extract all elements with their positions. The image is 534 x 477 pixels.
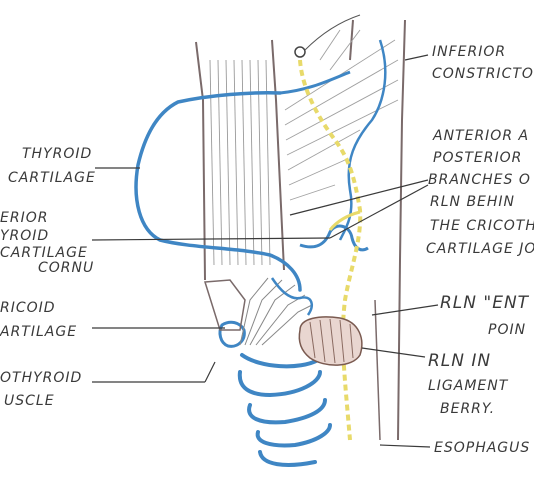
leader-lines (92, 55, 438, 447)
pharynx-outline (196, 20, 405, 440)
label-rln-ligament-1: RLN IN (428, 351, 491, 371)
label-rln-ligament-3: BERRY. (440, 401, 495, 417)
label-cornu-4: CORNU (38, 260, 94, 276)
label-esophagus: ESOPHAGUS (434, 440, 530, 456)
label-cricoid-2: ARTILAGE (0, 324, 77, 340)
thyroid-cartilage-upper (280, 72, 350, 93)
label-rln-branches-5: THE CRICOTH (430, 218, 534, 234)
label-rln-branches-1: ANTERIOR A (432, 128, 529, 144)
label-rln-ligament-2: LIGAMENT (428, 378, 509, 394)
label-cornu-3: CARTILAGE (0, 245, 88, 261)
ligament-of-berry (299, 317, 362, 365)
label-cricothyroid-1: OTHYROID (0, 370, 82, 386)
label-cricoid-1: RICOID (0, 300, 56, 316)
label-rln-branches-2: POSTERIOR (433, 150, 522, 166)
posterior-nerve-blue (340, 40, 385, 240)
label-cricothyroid-2: USCLE (4, 393, 55, 409)
label-rln-branches-3: BRANCHES O (428, 172, 531, 188)
label-rln-entry-2: POIN (488, 322, 526, 338)
label-thyroid-2: CARTILAGE (8, 170, 96, 186)
label-inferior-constrictor-2: CONSTRICTOR (432, 66, 534, 82)
label-cornu-2: YROID (0, 228, 49, 244)
constrictor-fibers (285, 30, 398, 215)
label-rln-branches-4: RLN BEHIN (430, 194, 515, 210)
muscle-hatching (210, 60, 270, 265)
label-thyroid-1: THYROID (22, 146, 92, 162)
recurrent-laryngeal-nerve (300, 60, 360, 440)
label-inferior-constrictor-1: INFERIOR (432, 44, 506, 60)
esophagus-wall (375, 300, 380, 440)
thyroid-cartilage-outline (136, 93, 300, 290)
nerve-origin-circle (295, 47, 305, 57)
label-cornu-1: ERIOR (0, 210, 48, 226)
label-rln-branches-6: CARTILAGE JO (426, 241, 534, 257)
tracheal-rings (240, 355, 330, 465)
label-rln-entry-1: RLN "ENT (440, 293, 530, 313)
